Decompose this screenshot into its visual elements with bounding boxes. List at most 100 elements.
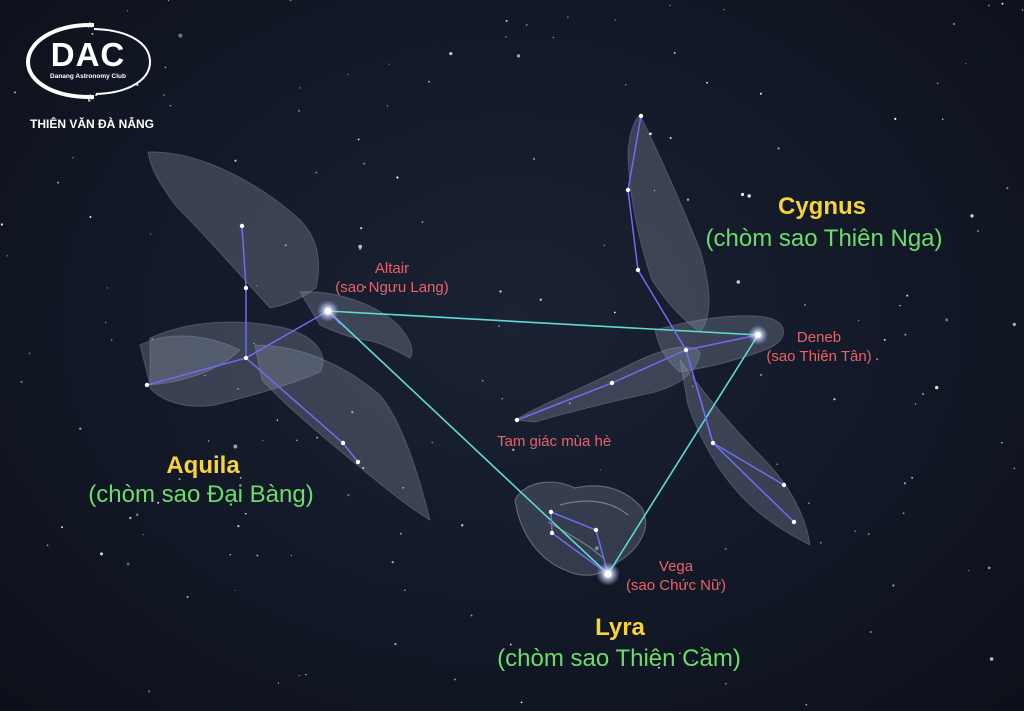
background-star xyxy=(178,478,181,481)
background-star xyxy=(388,63,391,66)
background-star xyxy=(359,227,363,230)
summer-triangle xyxy=(325,310,760,576)
constellation-star xyxy=(239,223,245,229)
background-star xyxy=(653,189,656,192)
background-star xyxy=(204,374,206,376)
background-star xyxy=(1013,467,1016,470)
constellation-star xyxy=(243,285,249,291)
constellation-star xyxy=(549,530,555,536)
background-star xyxy=(1006,187,1009,190)
background-star xyxy=(876,358,878,360)
background-star xyxy=(6,254,9,257)
background-star xyxy=(1021,9,1024,11)
background-star xyxy=(99,552,104,556)
background-star xyxy=(237,524,240,528)
background-star xyxy=(819,541,822,544)
logo-letters: DAC xyxy=(50,36,126,73)
aquila-vn-name: (chòm sao Đại Bàng) xyxy=(88,481,314,508)
vega-label: Vega (sao Chức Nữ) xyxy=(614,557,738,595)
constellation-star xyxy=(243,355,249,361)
background-star xyxy=(679,652,681,655)
background-star xyxy=(148,690,151,693)
background-star xyxy=(512,448,515,451)
background-star xyxy=(391,561,394,564)
background-star xyxy=(386,104,389,107)
background-star xyxy=(568,402,571,405)
background-star xyxy=(284,244,287,247)
background-star xyxy=(454,678,456,681)
background-star xyxy=(854,530,857,533)
background-star xyxy=(833,398,836,401)
logo-club-name: Danang Astronomy Club xyxy=(50,73,126,80)
background-star xyxy=(903,482,907,485)
background-star xyxy=(363,285,367,289)
background-star xyxy=(516,54,521,58)
background-star xyxy=(725,682,727,685)
constellation-star xyxy=(625,187,631,193)
deneb-name: Deneb xyxy=(796,329,842,346)
background-star xyxy=(164,66,167,69)
background-star xyxy=(567,16,569,18)
background-star xyxy=(673,51,676,54)
constellation-star xyxy=(593,527,599,533)
background-star xyxy=(347,73,349,76)
background-star xyxy=(129,516,132,520)
background-star xyxy=(921,392,924,396)
background-star xyxy=(614,19,616,21)
background-star xyxy=(163,94,165,96)
constellation-star xyxy=(340,440,346,446)
constellation-star xyxy=(144,382,150,388)
background-star xyxy=(169,104,172,107)
background-star xyxy=(396,176,399,179)
background-star xyxy=(178,33,183,38)
background-star xyxy=(0,223,3,226)
summer-triangle-label: Tam giác mùa hè xyxy=(497,433,612,450)
background-star xyxy=(723,8,725,11)
background-star xyxy=(970,214,974,218)
background-star xyxy=(941,118,944,121)
background-star xyxy=(276,419,279,421)
background-star xyxy=(61,526,63,529)
background-star xyxy=(808,502,811,505)
background-star xyxy=(482,380,484,382)
background-star xyxy=(461,524,464,527)
deneb-label: Deneb (sao Thiên Tân) xyxy=(754,328,884,366)
background-star xyxy=(965,62,967,65)
background-star xyxy=(289,0,292,2)
background-star xyxy=(914,403,917,405)
constellation-star xyxy=(638,113,644,119)
background-star xyxy=(532,157,536,161)
background-star xyxy=(234,159,237,162)
background-star xyxy=(84,47,86,50)
background-star xyxy=(394,642,397,646)
background-star xyxy=(298,674,300,677)
background-star xyxy=(277,682,280,684)
background-star xyxy=(71,156,74,159)
altair-name: Altair xyxy=(374,260,410,277)
background-star xyxy=(136,513,139,516)
background-star xyxy=(599,469,602,471)
altair-core xyxy=(324,307,332,315)
background-star xyxy=(470,614,473,617)
background-star xyxy=(691,385,694,388)
cygnus-name: Cygnus xyxy=(777,193,866,220)
background-star xyxy=(526,24,528,26)
background-star xyxy=(934,385,939,390)
background-star xyxy=(724,547,727,550)
background-star xyxy=(89,216,92,218)
lyra-figure xyxy=(514,481,647,576)
background-star xyxy=(805,703,808,706)
background-star xyxy=(603,244,606,246)
vega-vn-name: (sao Chức Nữ) xyxy=(625,577,727,594)
constellation-star xyxy=(355,459,361,465)
cygnus-vn-name: (chòm sao Thiên Nga) xyxy=(705,225,943,252)
background-star xyxy=(706,81,708,84)
constellation-stars xyxy=(144,113,797,536)
background-star xyxy=(509,643,512,646)
constellation-star xyxy=(710,440,716,446)
background-star xyxy=(105,321,107,324)
background-star xyxy=(857,319,860,322)
dac-logo-ring: ★ ★ xyxy=(25,22,152,100)
background-star xyxy=(867,532,870,536)
background-star xyxy=(987,4,990,7)
